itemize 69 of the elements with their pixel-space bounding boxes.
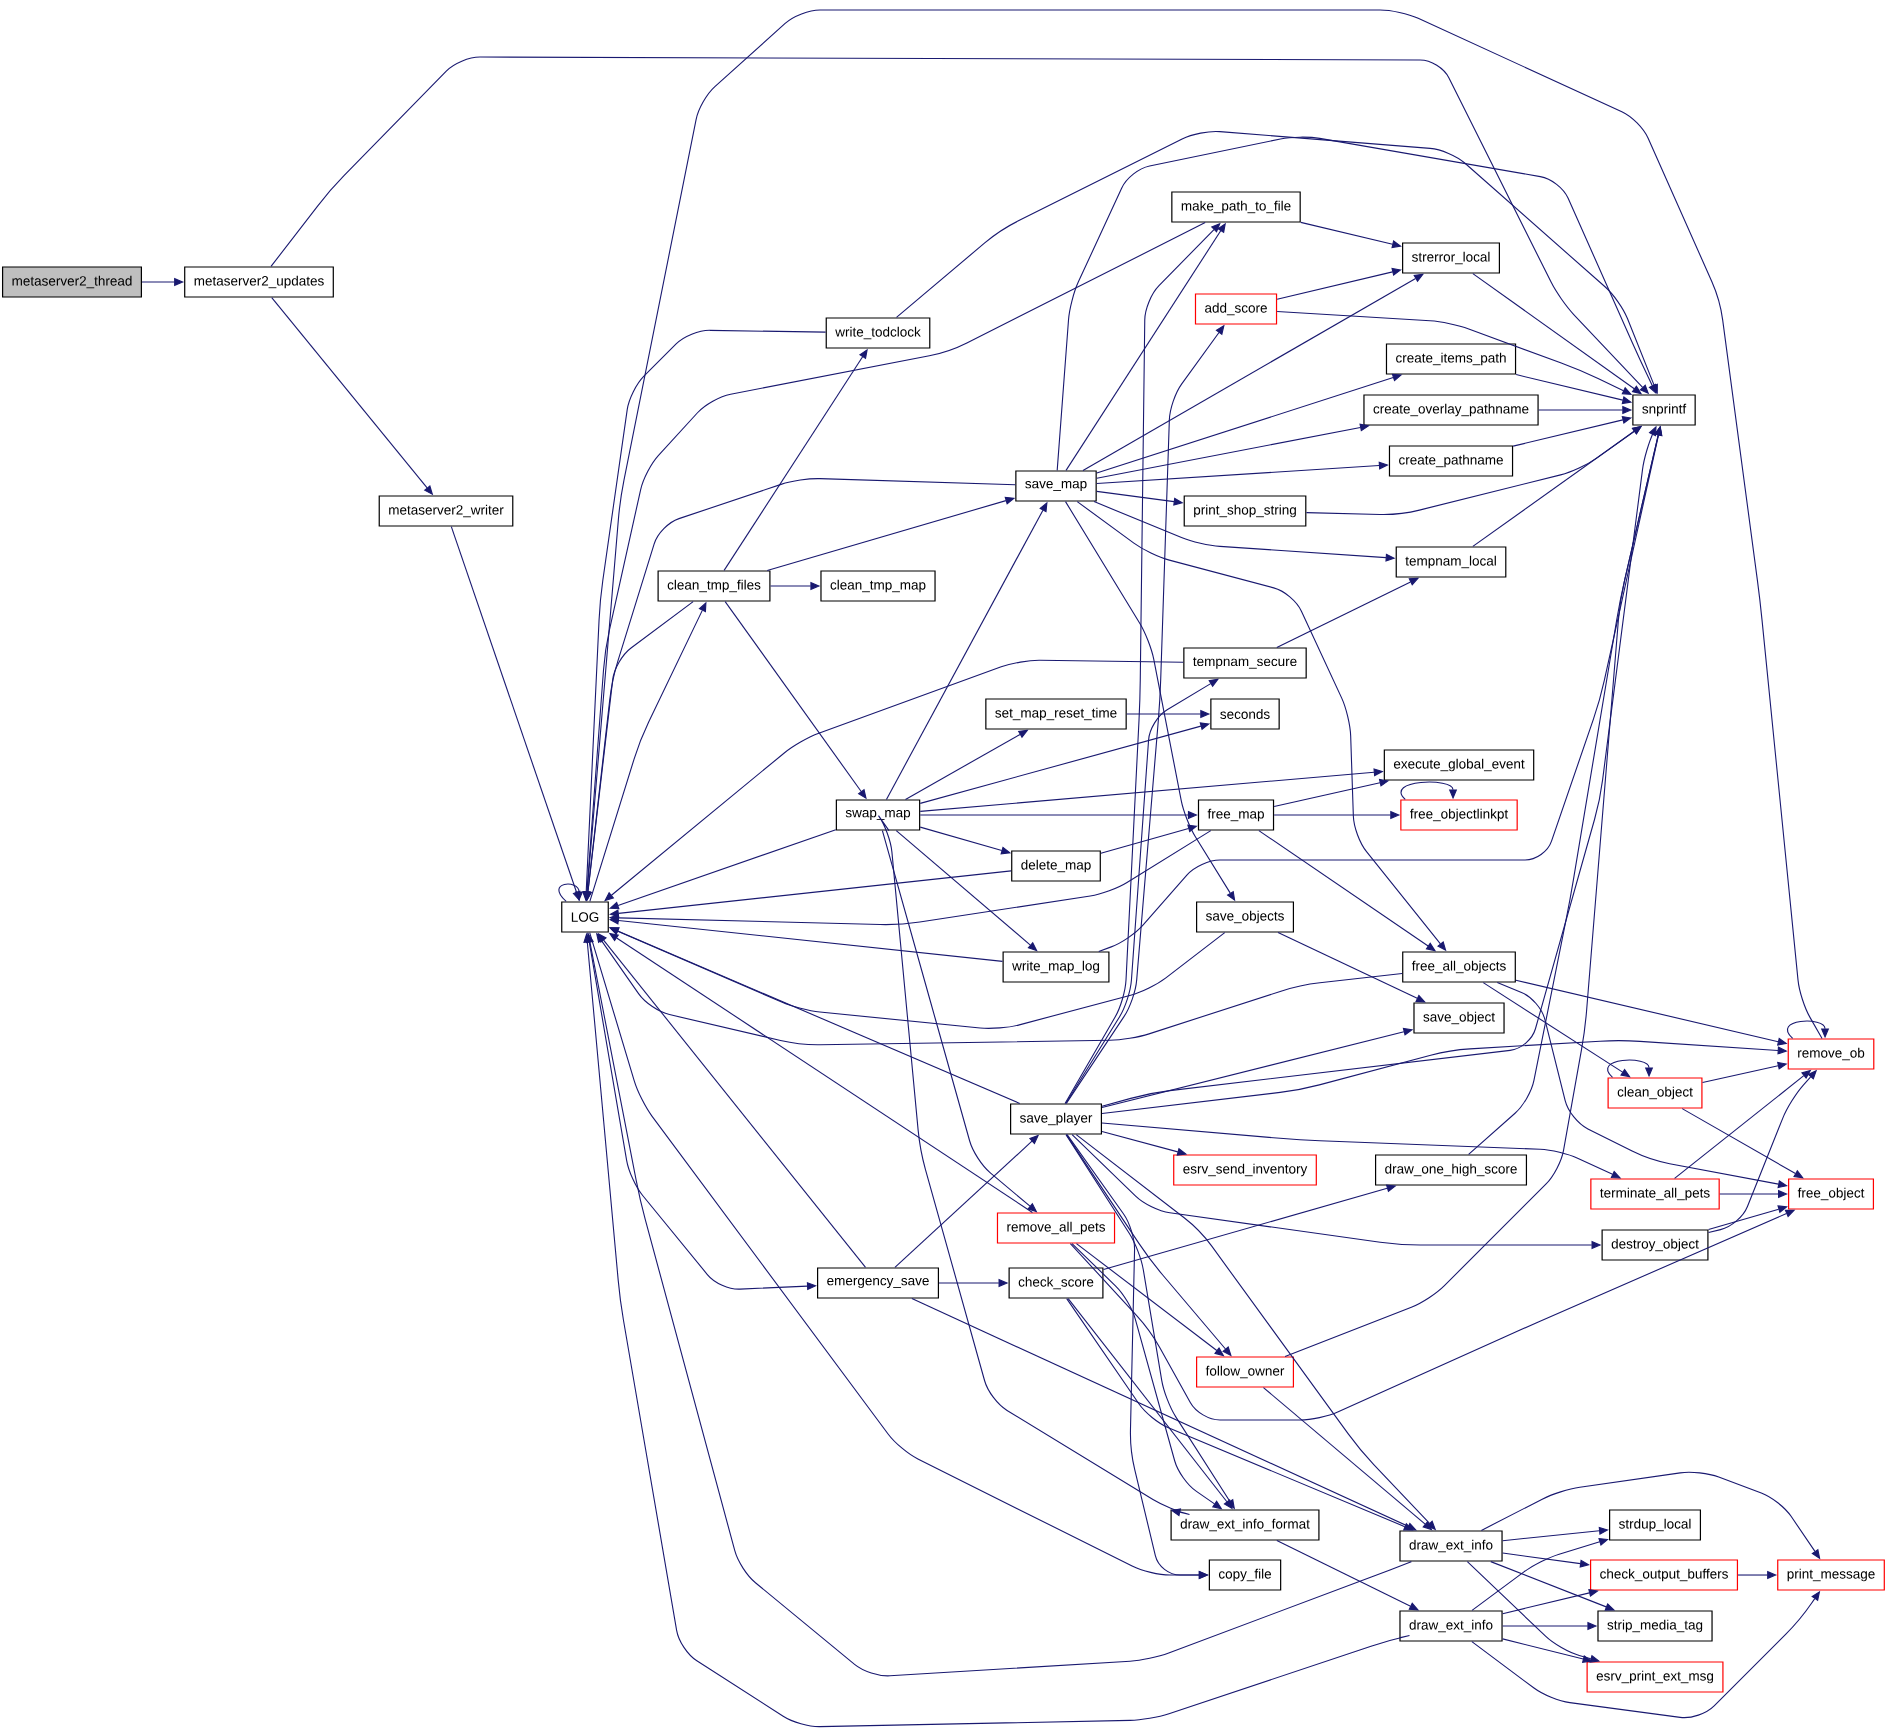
function-box: esrv_send_inventory — [1173, 1154, 1317, 1186]
function-box: draw_ext_info — [1399, 1530, 1503, 1562]
self-loop-arrow — [558, 883, 584, 902]
function-box: remove_all_pets — [996, 1212, 1116, 1244]
function-box: save_objects — [1196, 901, 1294, 933]
function-box: create_overlay_pathname — [1363, 394, 1539, 426]
function-box: metaserver2_thread — [2, 266, 142, 298]
function-box: free_object — [1788, 1178, 1874, 1210]
function-box: set_map_reset_time — [985, 698, 1127, 730]
function-box: create_pathname — [1388, 445, 1514, 477]
arrow — [1096, 423, 1370, 479]
arrow — [1502, 1526, 1609, 1542]
arrow — [1056, 136, 1657, 471]
function-box: write_map_log — [1002, 951, 1110, 983]
function-box: add_score — [1194, 293, 1278, 325]
function-box: write_todclock — [825, 317, 931, 349]
function-box: clean_object — [1607, 1077, 1703, 1109]
function-box: save_object — [1413, 1002, 1505, 1034]
function-box: check_score — [1008, 1267, 1104, 1299]
function-box: remove_ob — [1787, 1038, 1875, 1070]
arrow — [1482, 982, 1631, 1078]
function-box: metaserver2_writer — [378, 495, 514, 527]
function-box: metaserver2_updates — [184, 266, 334, 298]
function-box: draw_ext_info_format — [1170, 1509, 1320, 1541]
function-box: esrv_print_ext_msg — [1586, 1661, 1724, 1693]
function-box: tempnam_secure — [1183, 647, 1307, 679]
function-box: snprintf — [1632, 394, 1696, 426]
function-box: delete_map — [1011, 850, 1101, 882]
arrow — [1277, 932, 1426, 1003]
function-box: LOG — [561, 901, 609, 933]
function-box: copy_file — [1208, 1559, 1282, 1591]
function-box: make_path_to_file — [1171, 191, 1301, 223]
self-loop-arrow — [1400, 781, 1458, 800]
function-box: strip_media_tag — [1597, 1610, 1713, 1642]
function-box: free_map — [1197, 799, 1275, 831]
arrow — [1276, 267, 1402, 300]
function-box: clean_tmp_files — [657, 570, 771, 602]
function-box: terminate_all_pets — [1590, 1178, 1720, 1210]
function-box: draw_one_high_score — [1375, 1154, 1528, 1186]
function-box: print_message — [1777, 1559, 1885, 1591]
arrow — [583, 9, 1823, 1039]
arrow — [911, 1298, 1417, 1531]
arrow — [1471, 1537, 1609, 1611]
arrow — [1065, 678, 1219, 1104]
arrow — [1082, 273, 1424, 471]
arrow — [1707, 1205, 1788, 1231]
function-box: clean_tmp_map — [820, 570, 936, 602]
arrow — [1502, 1552, 1590, 1568]
arrow — [877, 815, 1191, 1517]
function-box: swap_map — [835, 799, 921, 831]
function-box: execute_global_event — [1383, 749, 1535, 781]
function-box: save_player — [1010, 1103, 1102, 1135]
function-box: seconds — [1210, 698, 1280, 730]
function-box: create_items_path — [1385, 343, 1517, 375]
function-box: tempnam_local — [1395, 546, 1507, 578]
self-loop-arrow — [1786, 1020, 1830, 1039]
function-box: save_map — [1015, 470, 1097, 502]
self-loop-arrow — [1607, 1059, 1654, 1078]
function-box: emergency_save — [817, 1267, 939, 1299]
function-box: free_all_objects — [1402, 951, 1516, 983]
function-box: destroy_object — [1601, 1229, 1709, 1261]
function-box: strdup_local — [1609, 1509, 1701, 1541]
function-box: free_objectlinkpt — [1400, 799, 1518, 831]
function-box: strerror_local — [1402, 242, 1500, 274]
arrow — [1681, 1108, 1804, 1179]
function-box: draw_ext_info — [1399, 1610, 1503, 1642]
function-box: check_output_buffers — [1590, 1559, 1739, 1591]
function-box: print_shop_string — [1183, 495, 1307, 527]
function-box: follow_owner — [1196, 1356, 1294, 1388]
